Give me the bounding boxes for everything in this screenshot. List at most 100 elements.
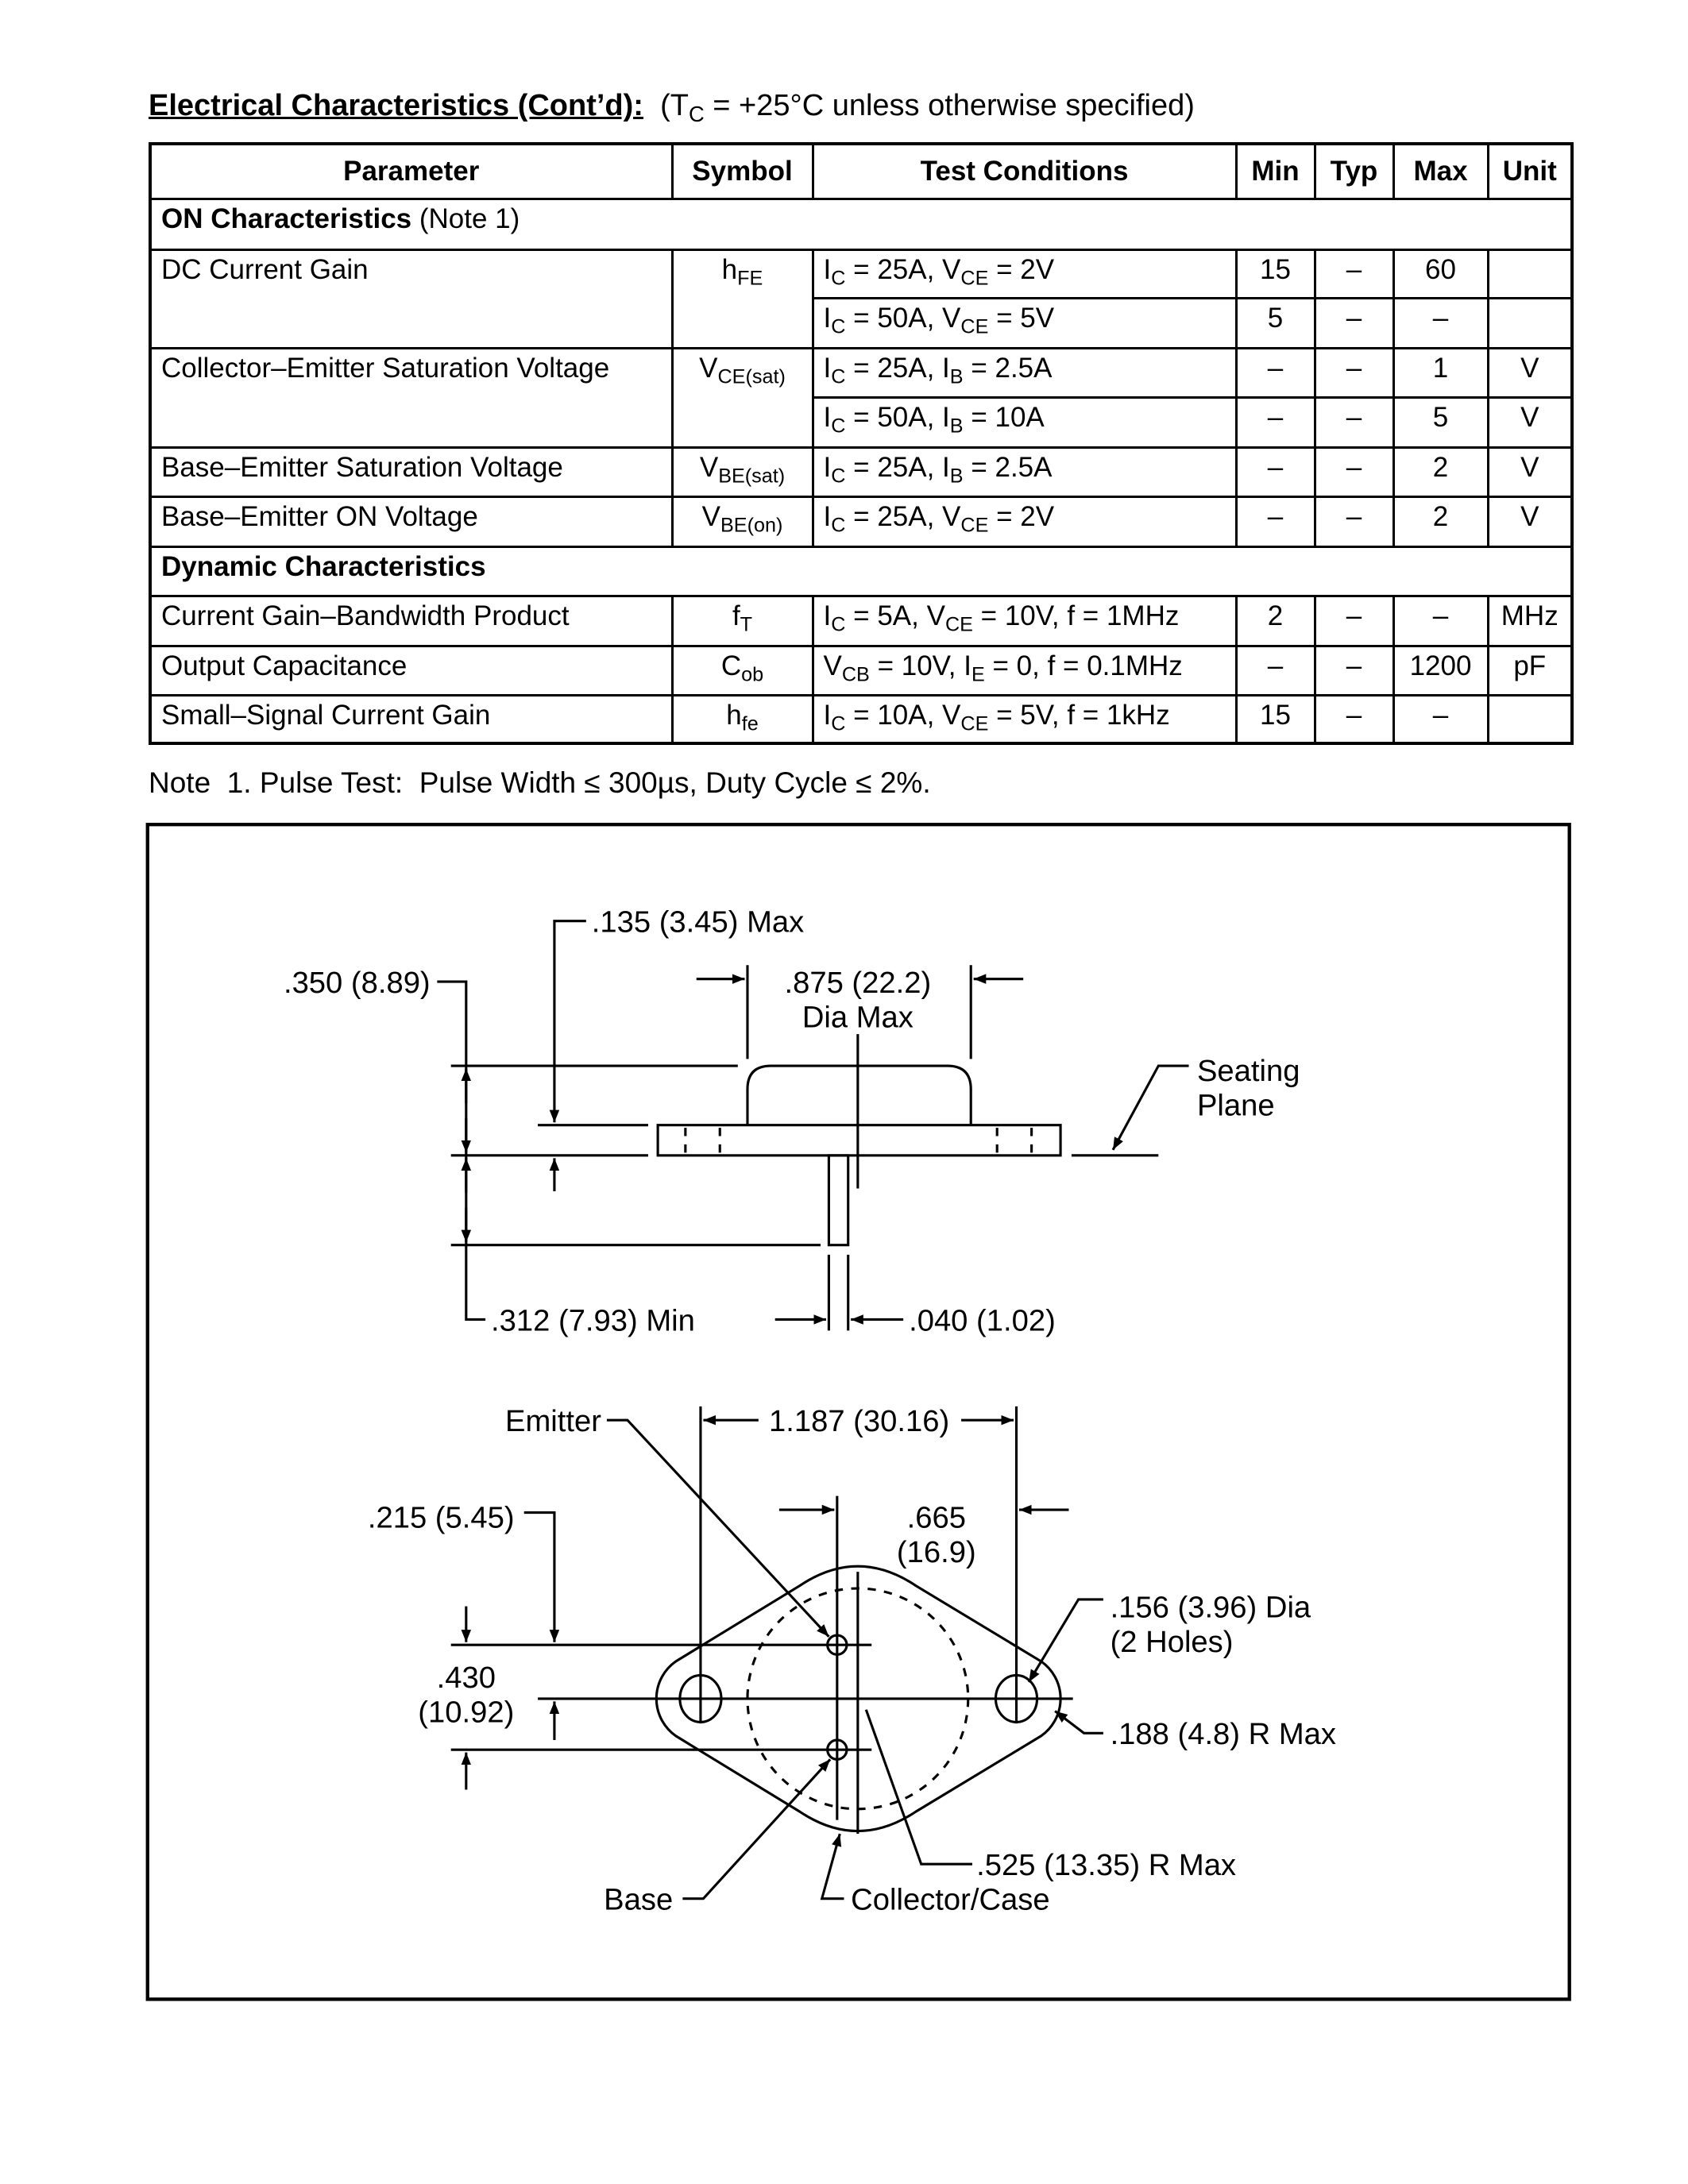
column-header-min: Min	[1234, 142, 1316, 200]
max-cell: 1	[1392, 346, 1489, 399]
section-heading: Dynamic Characteristics	[149, 545, 1574, 597]
min-cell: –	[1234, 644, 1316, 696]
typ-cell: –	[1313, 296, 1395, 349]
parameter-cell: Base–Emitter ON Voltage	[149, 495, 674, 548]
column-header-unit: Unit	[1486, 142, 1574, 200]
test-conditions-cell: IC = 50A, IB = 10A	[811, 396, 1238, 449]
symbol-cell: Cob	[670, 644, 814, 696]
min-cell: –	[1234, 396, 1316, 449]
parameter-cell: DC Current Gain	[149, 248, 674, 349]
min-cell: 5	[1234, 296, 1316, 349]
parameter-cell: Small–Signal Current Gain	[149, 693, 674, 745]
typ-cell: –	[1313, 693, 1395, 745]
test-conditions-cell: IC = 10A, VCE = 5V, f = 1kHz	[811, 693, 1238, 745]
seating-plane-label: Seating	[1197, 1054, 1300, 1088]
test-conditions-cell: VCB = 10V, IE = 0, f = 0.1MHz	[811, 644, 1238, 696]
parameter-cell: Collector–Emitter Saturation Voltage	[149, 346, 674, 449]
typ-cell: –	[1313, 346, 1395, 399]
max-cell: –	[1392, 296, 1489, 349]
unit-cell	[1486, 248, 1574, 299]
symbol-cell: VBE(sat)	[670, 446, 814, 498]
column-header-symbol: Symbol	[670, 142, 814, 200]
side-view-pin	[827, 1154, 850, 1247]
typ-cell: –	[1313, 396, 1395, 449]
dim-430-label: .430	[437, 1661, 496, 1695]
section-row: ON Characteristics (Note 1)	[149, 197, 1574, 251]
min-cell: –	[1234, 495, 1316, 548]
dim-135-label: .135 (3.45) Max	[592, 905, 804, 940]
max-cell: 60	[1392, 248, 1489, 299]
test-conditions-cell: IC = 25A, VCE = 2V	[811, 495, 1238, 548]
title-condition: (TC = +25°C unless otherwise specified)	[660, 89, 1195, 127]
test-conditions-cell: IC = 25A, VCE = 2V	[811, 248, 1238, 299]
dim-215-label: .215 (5.45)	[368, 1501, 515, 1535]
column-header-typ: Typ	[1313, 142, 1395, 200]
typ-cell: –	[1313, 446, 1395, 498]
parameter-cell: Current Gain–Bandwidth Product	[149, 594, 674, 647]
max-cell: 2	[1392, 446, 1489, 498]
symbol-cell: fT	[670, 594, 814, 647]
unit-cell: V	[1486, 396, 1574, 449]
dim-665-label: .665	[907, 1501, 966, 1535]
test-conditions-cell: IC = 25A, IB = 2.5A	[811, 446, 1238, 498]
max-cell: 5	[1392, 396, 1489, 449]
column-header-max: Max	[1392, 142, 1489, 200]
dim-156-label: .156 (3.96) Dia	[1111, 1590, 1311, 1624]
dim-875-sublabel: Dia Max	[802, 1000, 914, 1034]
max-cell: 1200	[1392, 644, 1489, 696]
dim-350-label: .350 (8.89)	[284, 966, 431, 1000]
unit-cell: V	[1486, 346, 1574, 399]
typ-cell: –	[1313, 644, 1395, 696]
unit-cell	[1486, 693, 1574, 745]
typ-cell: –	[1313, 495, 1395, 548]
typ-cell: –	[1313, 248, 1395, 299]
max-cell: –	[1392, 594, 1489, 647]
unit-cell: MHz	[1486, 594, 1574, 647]
unit-cell: V	[1486, 495, 1574, 548]
symbol-cell: hfe	[670, 693, 814, 745]
section-note: (Note 1)	[411, 203, 520, 234]
title-bold: Electrical Characteristics (Cont’d):	[149, 89, 643, 122]
typ-cell: –	[1313, 594, 1395, 647]
dim-156-sublabel: (2 Holes)	[1111, 1625, 1234, 1659]
symbol-cell: hFE	[670, 248, 814, 349]
column-header-test-conditions: Test Conditions	[811, 142, 1238, 200]
min-cell: 15	[1234, 693, 1316, 745]
min-cell: –	[1234, 446, 1316, 498]
unit-cell: V	[1486, 446, 1574, 498]
symbol-cell: VCE(sat)	[670, 346, 814, 449]
dim-1187-label: 1.187 (30.16)	[769, 1404, 949, 1438]
min-cell: 15	[1234, 248, 1316, 299]
symbol-cell: VBE(on)	[670, 495, 814, 548]
section-title: Dynamic Characteristics	[161, 550, 486, 582]
dim-875-label: .875 (22.2)	[785, 966, 932, 1000]
max-cell: –	[1392, 693, 1489, 745]
section-title: ON Characteristics	[161, 203, 412, 234]
column-header-parameter: Parameter	[149, 142, 674, 200]
section-heading: ON Characteristics (Note 1)	[149, 197, 1574, 251]
unit-cell: pF	[1486, 644, 1574, 696]
side-view-flange	[656, 1124, 1062, 1157]
dim-188-label: .188 (4.8) R Max	[1111, 1717, 1336, 1751]
parameter-cell: Output Capacitance	[149, 644, 674, 696]
dim-525-label: .525 (13.35) R Max	[976, 1848, 1236, 1882]
base-label: Base	[604, 1883, 673, 1917]
flange-hole-marks	[684, 1128, 1033, 1153]
test-conditions-cell: IC = 50A, VCE = 5V	[811, 296, 1238, 349]
test-conditions-cell: IC = 25A, IB = 2.5A	[811, 346, 1238, 399]
dim-665-sublabel: (16.9)	[897, 1535, 976, 1569]
collector-case-label: Collector/Case	[851, 1883, 1049, 1917]
parameter-cell: Base–Emitter Saturation Voltage	[149, 446, 674, 498]
bottom-view-outline	[655, 1565, 1062, 1832]
seating-plane-label-2: Plane	[1197, 1089, 1275, 1123]
dim-040-label: .040 (1.02)	[909, 1303, 1056, 1337]
